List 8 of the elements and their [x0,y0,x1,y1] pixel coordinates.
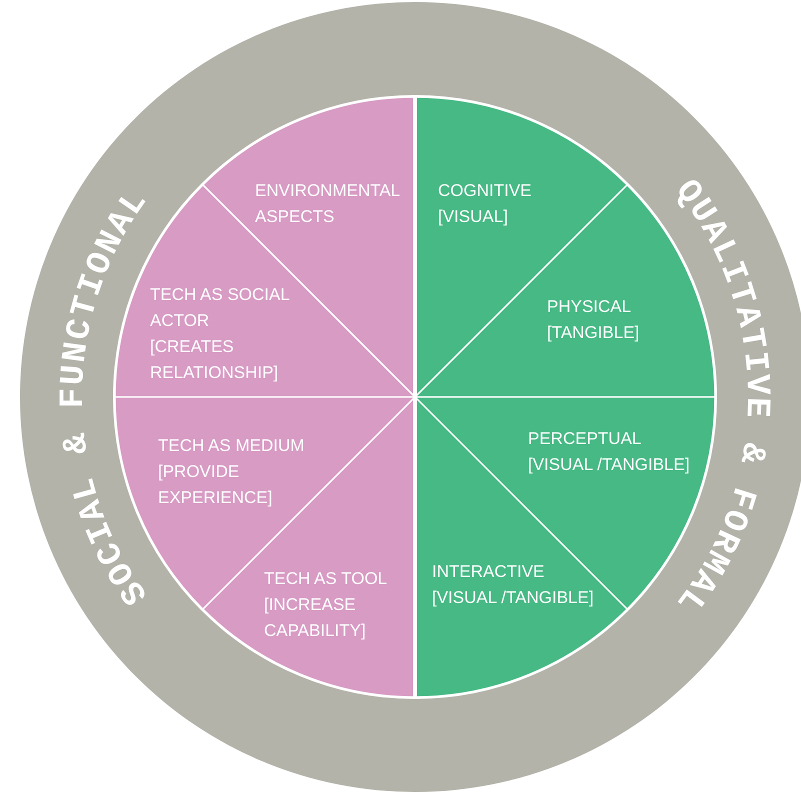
segment-label: INTERACTIVE [VISUAL /TANGIBLE] [432,561,595,609]
segment-label: ENVIRONMENTAL ASPECTS [254,180,401,228]
segment-label: TECH AS MEDIUM [PROVIDE EXPERIENCE] [158,435,306,509]
segment-label: PERCEPTUAL [VISUAL /TANGIBLE] [528,428,691,476]
segment-label: TECH AS TOOL [INCREASE CAPABILITY] [264,568,388,642]
segment-label: COGNITIVE [VISUAL] [438,180,533,228]
segment-label: TECH AS SOCIAL ACTOR [CREATES RELATIONSHIP] [150,284,290,384]
segment-label: PHYSICAL [TANGIBLE] [547,296,640,344]
